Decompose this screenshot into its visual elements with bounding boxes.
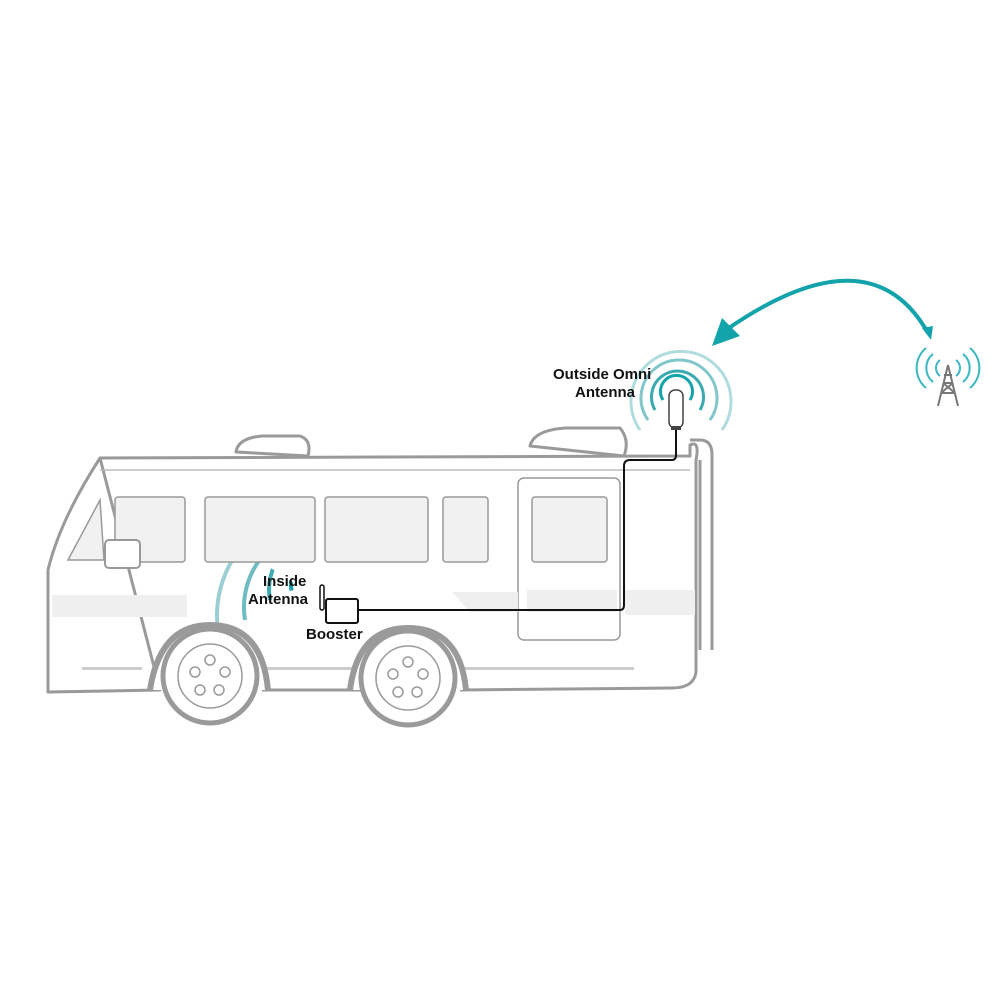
booster-label: Booster: [306, 626, 363, 643]
cable: [358, 430, 677, 611]
wheels: [147, 621, 469, 728]
inside-antenna-label-line1: Inside: [263, 573, 307, 590]
outside-antenna-label-line1: Outside Omni: [553, 366, 652, 383]
outside-antenna-label-line2: Antenna: [575, 384, 635, 401]
side-stripes: [52, 590, 695, 670]
windows: [66, 477, 621, 641]
inside-antenna-label-line2: Antenna: [248, 591, 308, 608]
outside-signal-waves: [629, 349, 733, 431]
omni-antenna: [668, 389, 684, 430]
cell-tower-icon: [915, 347, 981, 407]
booster-box: [319, 584, 359, 624]
bidirectional-arrow: [712, 278, 933, 346]
